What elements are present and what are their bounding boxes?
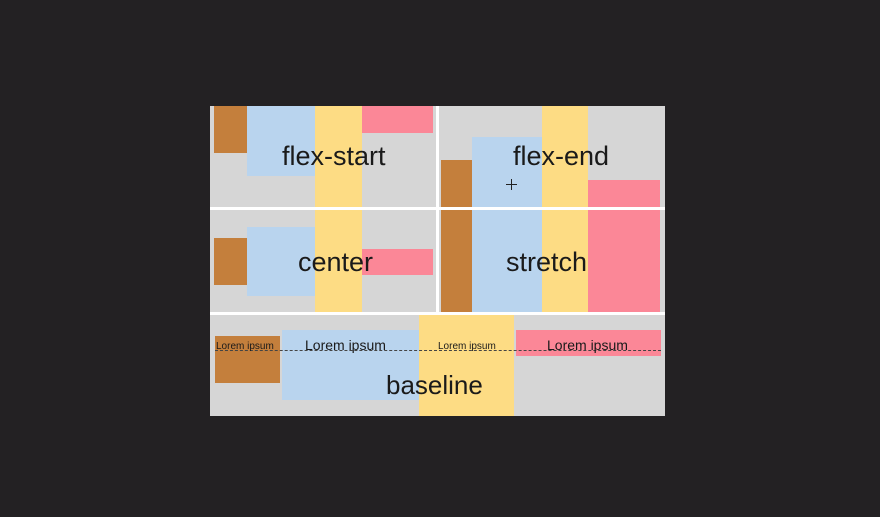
baseline-label: baseline <box>386 370 483 400</box>
flex-start-label: flex-start <box>282 141 386 171</box>
yellow-box <box>542 106 588 207</box>
lorem-text: Lorem ipsum <box>547 337 628 353</box>
panel-center: center <box>210 210 436 312</box>
yellow-box <box>315 210 362 312</box>
pink-box <box>588 180 660 207</box>
blue-box <box>247 227 315 296</box>
blue-box <box>472 210 542 312</box>
brown-box <box>214 238 247 285</box>
blue-box <box>247 106 315 176</box>
pink-box <box>362 106 433 133</box>
stretch-label: stretch <box>506 247 588 277</box>
baseline-guide <box>215 350 661 351</box>
brown-box <box>215 336 280 383</box>
blue-box <box>472 137 542 207</box>
pink-box <box>588 210 660 312</box>
panel-flex-start: flex-start <box>210 106 436 207</box>
brown-box <box>441 160 472 207</box>
brown-box <box>214 106 247 153</box>
pink-box <box>362 249 433 275</box>
pink-box <box>516 330 661 356</box>
crosshair-cursor-icon <box>506 179 517 190</box>
yellow-box <box>315 106 362 207</box>
yellow-box <box>419 315 514 416</box>
blue-box <box>282 330 419 400</box>
lorem-text: Lorem ipsum <box>305 337 386 353</box>
panel-baseline: Lorem ipsum Lorem ipsum Lorem ipsum Lore… <box>210 315 665 416</box>
yellow-box <box>542 210 588 312</box>
panel-stretch: stretch <box>439 210 665 312</box>
brown-box <box>441 210 472 312</box>
center-label: center <box>298 247 374 277</box>
panel-flex-end: flex-end <box>439 106 665 207</box>
slide: flex-start flex-end center stretch Lorem… <box>210 106 665 416</box>
lorem-text: Lorem ipsum <box>216 341 274 352</box>
flex-end-label: flex-end <box>513 141 610 171</box>
lorem-text: Lorem ipsum <box>438 341 496 352</box>
